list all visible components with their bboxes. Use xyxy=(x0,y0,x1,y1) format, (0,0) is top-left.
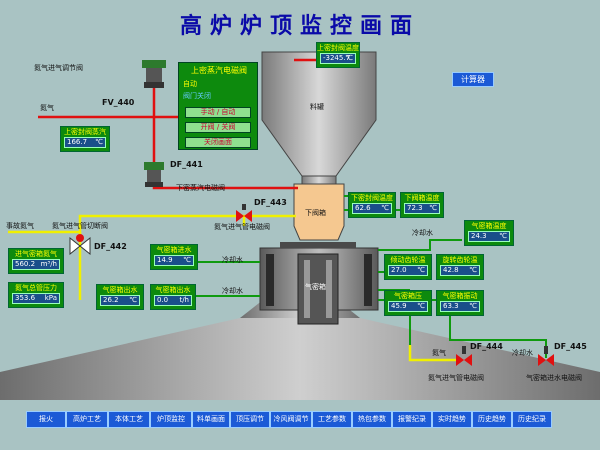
cooling-water-c-label: 冷却水 xyxy=(222,287,243,295)
gas-box-label: 气密箱 xyxy=(305,283,326,291)
reading-gas-box-in-water: 气密箱进水 14.9℃ xyxy=(150,244,198,270)
material-tank xyxy=(261,51,377,177)
reading-gas-box-vibration: 气密箱振动 63.3℃ xyxy=(436,290,484,316)
valve-df444-icon xyxy=(456,346,472,366)
fv440-tag: FV_440 xyxy=(102,98,135,107)
calculator-button[interactable]: 计算器 xyxy=(452,72,494,87)
nitrogen-pipes xyxy=(8,214,462,362)
accident-n2-label: 事故氮气 xyxy=(6,222,34,230)
nav-button[interactable]: 炉顶监控 xyxy=(150,411,192,428)
nitrogen-label: 氮气 xyxy=(40,104,54,112)
lower-tank-label: 下阀箱 xyxy=(305,209,326,217)
df443-desc: 氮气进气管电磁阀 xyxy=(214,223,270,231)
nav-button[interactable]: 历史纪录 xyxy=(512,411,552,428)
fv440-desc: 氮气进气调节阀 xyxy=(34,64,83,72)
reading-upper-seal-steam: 上密封阀蒸汽 166.7℃ xyxy=(60,126,110,152)
df442-desc: 氮气进气管切断阀 xyxy=(52,222,108,230)
panel-status-auto: 自动 xyxy=(183,80,197,88)
valve-fv440-icon xyxy=(142,60,166,88)
nav-button[interactable]: 工艺参数 xyxy=(312,411,352,428)
close-screen-button[interactable]: 关闭画面 xyxy=(185,137,251,148)
df445-desc: 气密箱进水电磁阀 xyxy=(526,374,582,382)
valve-df441-icon xyxy=(144,162,164,187)
df441-desc: 下密蒸汽电磁阀 xyxy=(176,184,225,192)
reading-upper-seal-temp: 上密封阀温度 -3245.7℃ xyxy=(316,42,360,68)
material-tank-label: 料罐 xyxy=(310,103,324,111)
reading-lower-box-temp: 下阀箱温度 72.3℃ xyxy=(400,192,444,218)
reading-gear-temp: 倾动齿轮温 27.0℃ xyxy=(384,254,432,280)
df444-desc: 氮气进气管电磁阀 xyxy=(428,374,484,382)
reading-lower-seal-temp: 下密封阀温度 62.6℃ xyxy=(348,192,396,218)
reading-rotate-temp: 旋转齿轮温 42.8℃ xyxy=(436,254,484,280)
nav-button[interactable]: 报警纪录 xyxy=(392,411,432,428)
valve-df442-icon xyxy=(69,234,91,256)
reading-gas-box-pressure: 气密箱压 45.9℃ xyxy=(384,290,432,316)
df442-tag: DF_442 xyxy=(94,242,127,251)
df445-tag: DF_445 xyxy=(554,342,587,351)
cooling-water-b-label: 冷却水 xyxy=(222,256,243,264)
valve-df445-icon xyxy=(538,346,554,366)
nav-button[interactable]: 历史趋势 xyxy=(472,411,512,428)
nav-button[interactable]: 顶压调节 xyxy=(230,411,270,428)
nav-button[interactable]: 报火 xyxy=(26,411,66,428)
df441-tag: DF_441 xyxy=(170,160,203,169)
nav-button[interactable]: 本体工艺 xyxy=(108,411,150,428)
panel-status-closed: 阀门关闭 xyxy=(183,92,211,100)
furnace-shell xyxy=(0,318,600,400)
df443-tag: DF_443 xyxy=(254,198,287,207)
valve-df443-icon xyxy=(236,204,252,222)
panel-title: 上密蒸汽电磁阀 xyxy=(191,66,247,75)
cooling-water-right-label: 冷却水 xyxy=(512,349,533,357)
reading-gas-box-temp: 气密箱温度 24.3℃ xyxy=(464,220,514,246)
mode-toggle-button[interactable]: 手动 / 自动 xyxy=(185,107,251,118)
reading-gas-box-out-water-temp: 气密箱出水 26.2℃ xyxy=(96,284,144,310)
nav-button[interactable]: 热包参数 xyxy=(352,411,392,428)
open-close-button[interactable]: 开阀 / 关阀 xyxy=(185,122,251,133)
nav-button[interactable]: 料单画面 xyxy=(192,411,230,428)
df444-tag: DF_444 xyxy=(470,342,503,351)
tank-outlet xyxy=(301,175,337,185)
lower-valve-box xyxy=(293,183,345,241)
page-title: 高炉炉顶监控画面 xyxy=(179,13,420,39)
nav-button[interactable]: 实时趋势 xyxy=(432,411,472,428)
nav-button[interactable]: 冷风阀调节 xyxy=(270,411,312,428)
steam-pipes xyxy=(38,58,318,190)
nav-button[interactable]: 高炉工艺 xyxy=(66,411,108,428)
cooling-water-a-label: 冷却水 xyxy=(412,229,433,237)
steam-valve-control-panel: 上密蒸汽电磁阀 自动 阀门关闭 手动 / 自动 开阀 / 关阀 关闭画面 xyxy=(178,62,258,150)
n2-right-label: 氮气 xyxy=(432,349,446,357)
